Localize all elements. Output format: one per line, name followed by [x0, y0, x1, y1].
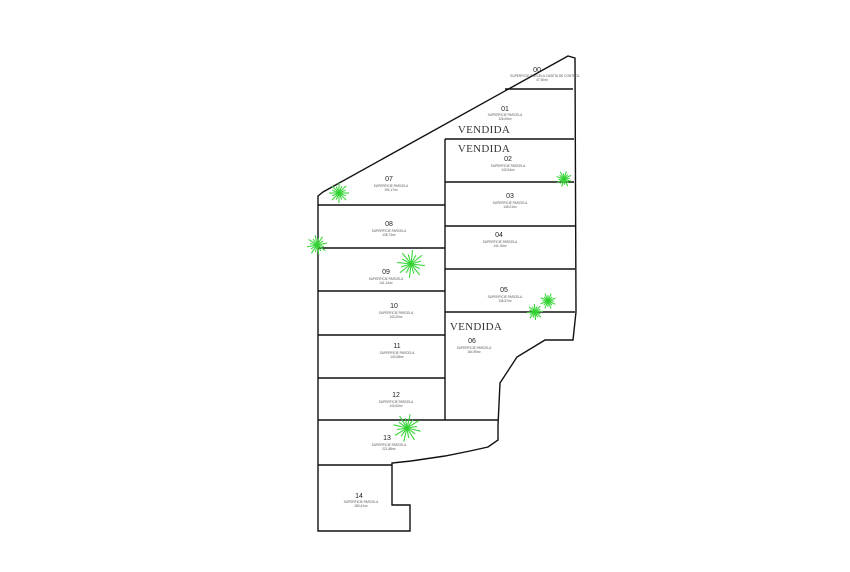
lot-label-04[interactable]: 04 SUPERFICIE PARCELA 144,76m² [483, 232, 519, 248]
svg-text:SUPERFICIE PARCELA: SUPERFICIE PARCELA [493, 201, 529, 205]
svg-text:07: 07 [385, 176, 393, 183]
lot-label-05[interactable]: 05 SUPERFICIE PARCELA 136,57m² [488, 287, 524, 303]
svg-text:08: 08 [385, 221, 393, 228]
svg-text:SUPERFICIE PARCELA: SUPERFICIE PARCELA [372, 229, 408, 233]
svg-text:SUPERFICIE PARCELA: SUPERFICIE PARCELA [374, 184, 410, 188]
palm-tree-icon [329, 183, 349, 203]
svg-text:04: 04 [495, 232, 503, 239]
palm-tree-icon [393, 414, 421, 442]
svg-text:221,88m²: 221,88m² [382, 447, 395, 451]
lot-label-03[interactable]: 03 SUPERFICIE PARCELA 145,01m² [493, 193, 529, 209]
sold-badge-01: VENDIDA [458, 124, 510, 136]
svg-text:03: 03 [506, 193, 514, 200]
svg-text:164,95m²: 164,95m² [467, 350, 480, 354]
lot-label-01[interactable]: 01 SUPERFICIE PARCELA 126,00m² VENDIDA [458, 106, 523, 136]
svg-text:SUPERFICIE PARCELA: SUPERFICIE PARCELA [488, 113, 524, 117]
svg-text:00: 00 [533, 67, 541, 74]
svg-text:11: 11 [393, 343, 400, 350]
svg-text:194,17m²: 194,17m² [384, 188, 397, 192]
svg-text:143,94m²: 143,94m² [501, 168, 514, 172]
svg-text:09: 09 [382, 269, 390, 276]
svg-text:143,20m²: 143,20m² [389, 315, 402, 319]
svg-text:SUPERFICIE PARCELA: SUPERFICIE PARCELA [483, 240, 519, 244]
svg-text:143,08m²: 143,08m² [390, 355, 403, 359]
svg-text:180,41m²: 180,41m² [354, 504, 367, 508]
palm-tree-icon [307, 235, 327, 255]
sold-badge-02: VENDIDA [458, 143, 510, 155]
lot-label-11[interactable]: 11 SUPERFICIE PARCELA 143,08m² [380, 343, 416, 359]
right-column-dividers [444, 88, 575, 420]
svg-text:141,14m²: 141,14m² [379, 281, 392, 285]
lot-label-14[interactable]: 14 SUPERFICIE PARCELA 180,41m² [344, 493, 380, 508]
svg-text:SUPERFICIE PARCELA: SUPERFICIE PARCELA [488, 295, 524, 299]
svg-text:SUPERFICIE PARCELA: SUPERFICIE PARCELA [369, 277, 405, 281]
lot-label-12[interactable]: 12 SUPERFICIE PARCELA 143,63m² [379, 392, 415, 408]
svg-text:13: 13 [383, 435, 391, 442]
palm-tree-icon [540, 293, 556, 309]
lot-label-07[interactable]: 07 SUPERFICIE PARCELA 194,17m² [374, 176, 410, 192]
svg-text:47,50m²: 47,50m² [536, 78, 548, 82]
lot-label-00[interactable]: 00 SUPERFICIE PARCELA CASETA DE CONTROL … [510, 67, 580, 82]
svg-text:02: 02 [504, 156, 512, 163]
svg-text:SUPERFICIE PARCELA: SUPERFICIE PARCELA [379, 311, 415, 315]
svg-text:SUPERFICIE PARCELA CASETA DE C: SUPERFICIE PARCELA CASETA DE CONTROL [510, 74, 580, 78]
svg-text:01: 01 [501, 106, 509, 113]
svg-text:SUPERFICIE PARCELA: SUPERFICIE PARCELA [491, 164, 527, 168]
lot-label-10[interactable]: 10 SUPERFICIE PARCELA 143,20m² [379, 303, 415, 319]
lot-label-08[interactable]: 08 SUPERFICIE PARCELA 138,73m² [372, 221, 408, 237]
svg-text:SUPERFICIE PARCELA: SUPERFICIE PARCELA [344, 500, 380, 504]
svg-text:SUPERFICIE PARCELA: SUPERFICIE PARCELA [372, 443, 408, 447]
svg-text:05: 05 [500, 287, 508, 294]
svg-text:144,76m²: 144,76m² [493, 244, 506, 248]
svg-text:126,00m²: 126,00m² [498, 117, 511, 121]
svg-text:SUPERFICIE PARCELA: SUPERFICIE PARCELA [379, 400, 415, 404]
svg-text:136,57m²: 136,57m² [498, 299, 511, 303]
svg-text:12: 12 [392, 392, 400, 399]
svg-text:138,73m²: 138,73m² [382, 233, 395, 237]
svg-text:145,01m²: 145,01m² [503, 205, 516, 209]
svg-text:10: 10 [390, 303, 398, 310]
palm-tree-icon [526, 303, 544, 321]
sold-badge-06: VENDIDA [450, 321, 502, 333]
lot-label-13[interactable]: 13 SUPERFICIE PARCELA 221,88m² [372, 435, 408, 451]
svg-text:06: 06 [468, 338, 476, 345]
trees-layer [307, 171, 572, 442]
plot-boundary [317, 55, 577, 532]
palm-tree-icon [397, 250, 425, 278]
svg-text:SUPERFICIE PARCELA: SUPERFICIE PARCELA [380, 351, 416, 355]
svg-text:SUPERFICIE PARCELA: SUPERFICIE PARCELA [457, 346, 493, 350]
lot-label-06[interactable]: VENDIDA 06 SUPERFICIE PARCELA 164,95m² [450, 321, 502, 354]
lot-label-02[interactable]: VENDIDA 02 SUPERFICIE PARCELA 143,94m² [458, 143, 526, 172]
lot-label-09[interactable]: 09 SUPERFICIE PARCELA 141,14m² [369, 269, 405, 285]
svg-text:143,63m²: 143,63m² [389, 404, 402, 408]
palm-tree-icon [556, 171, 572, 187]
svg-text:14: 14 [355, 493, 363, 500]
left-column-dividers [318, 204, 498, 466]
